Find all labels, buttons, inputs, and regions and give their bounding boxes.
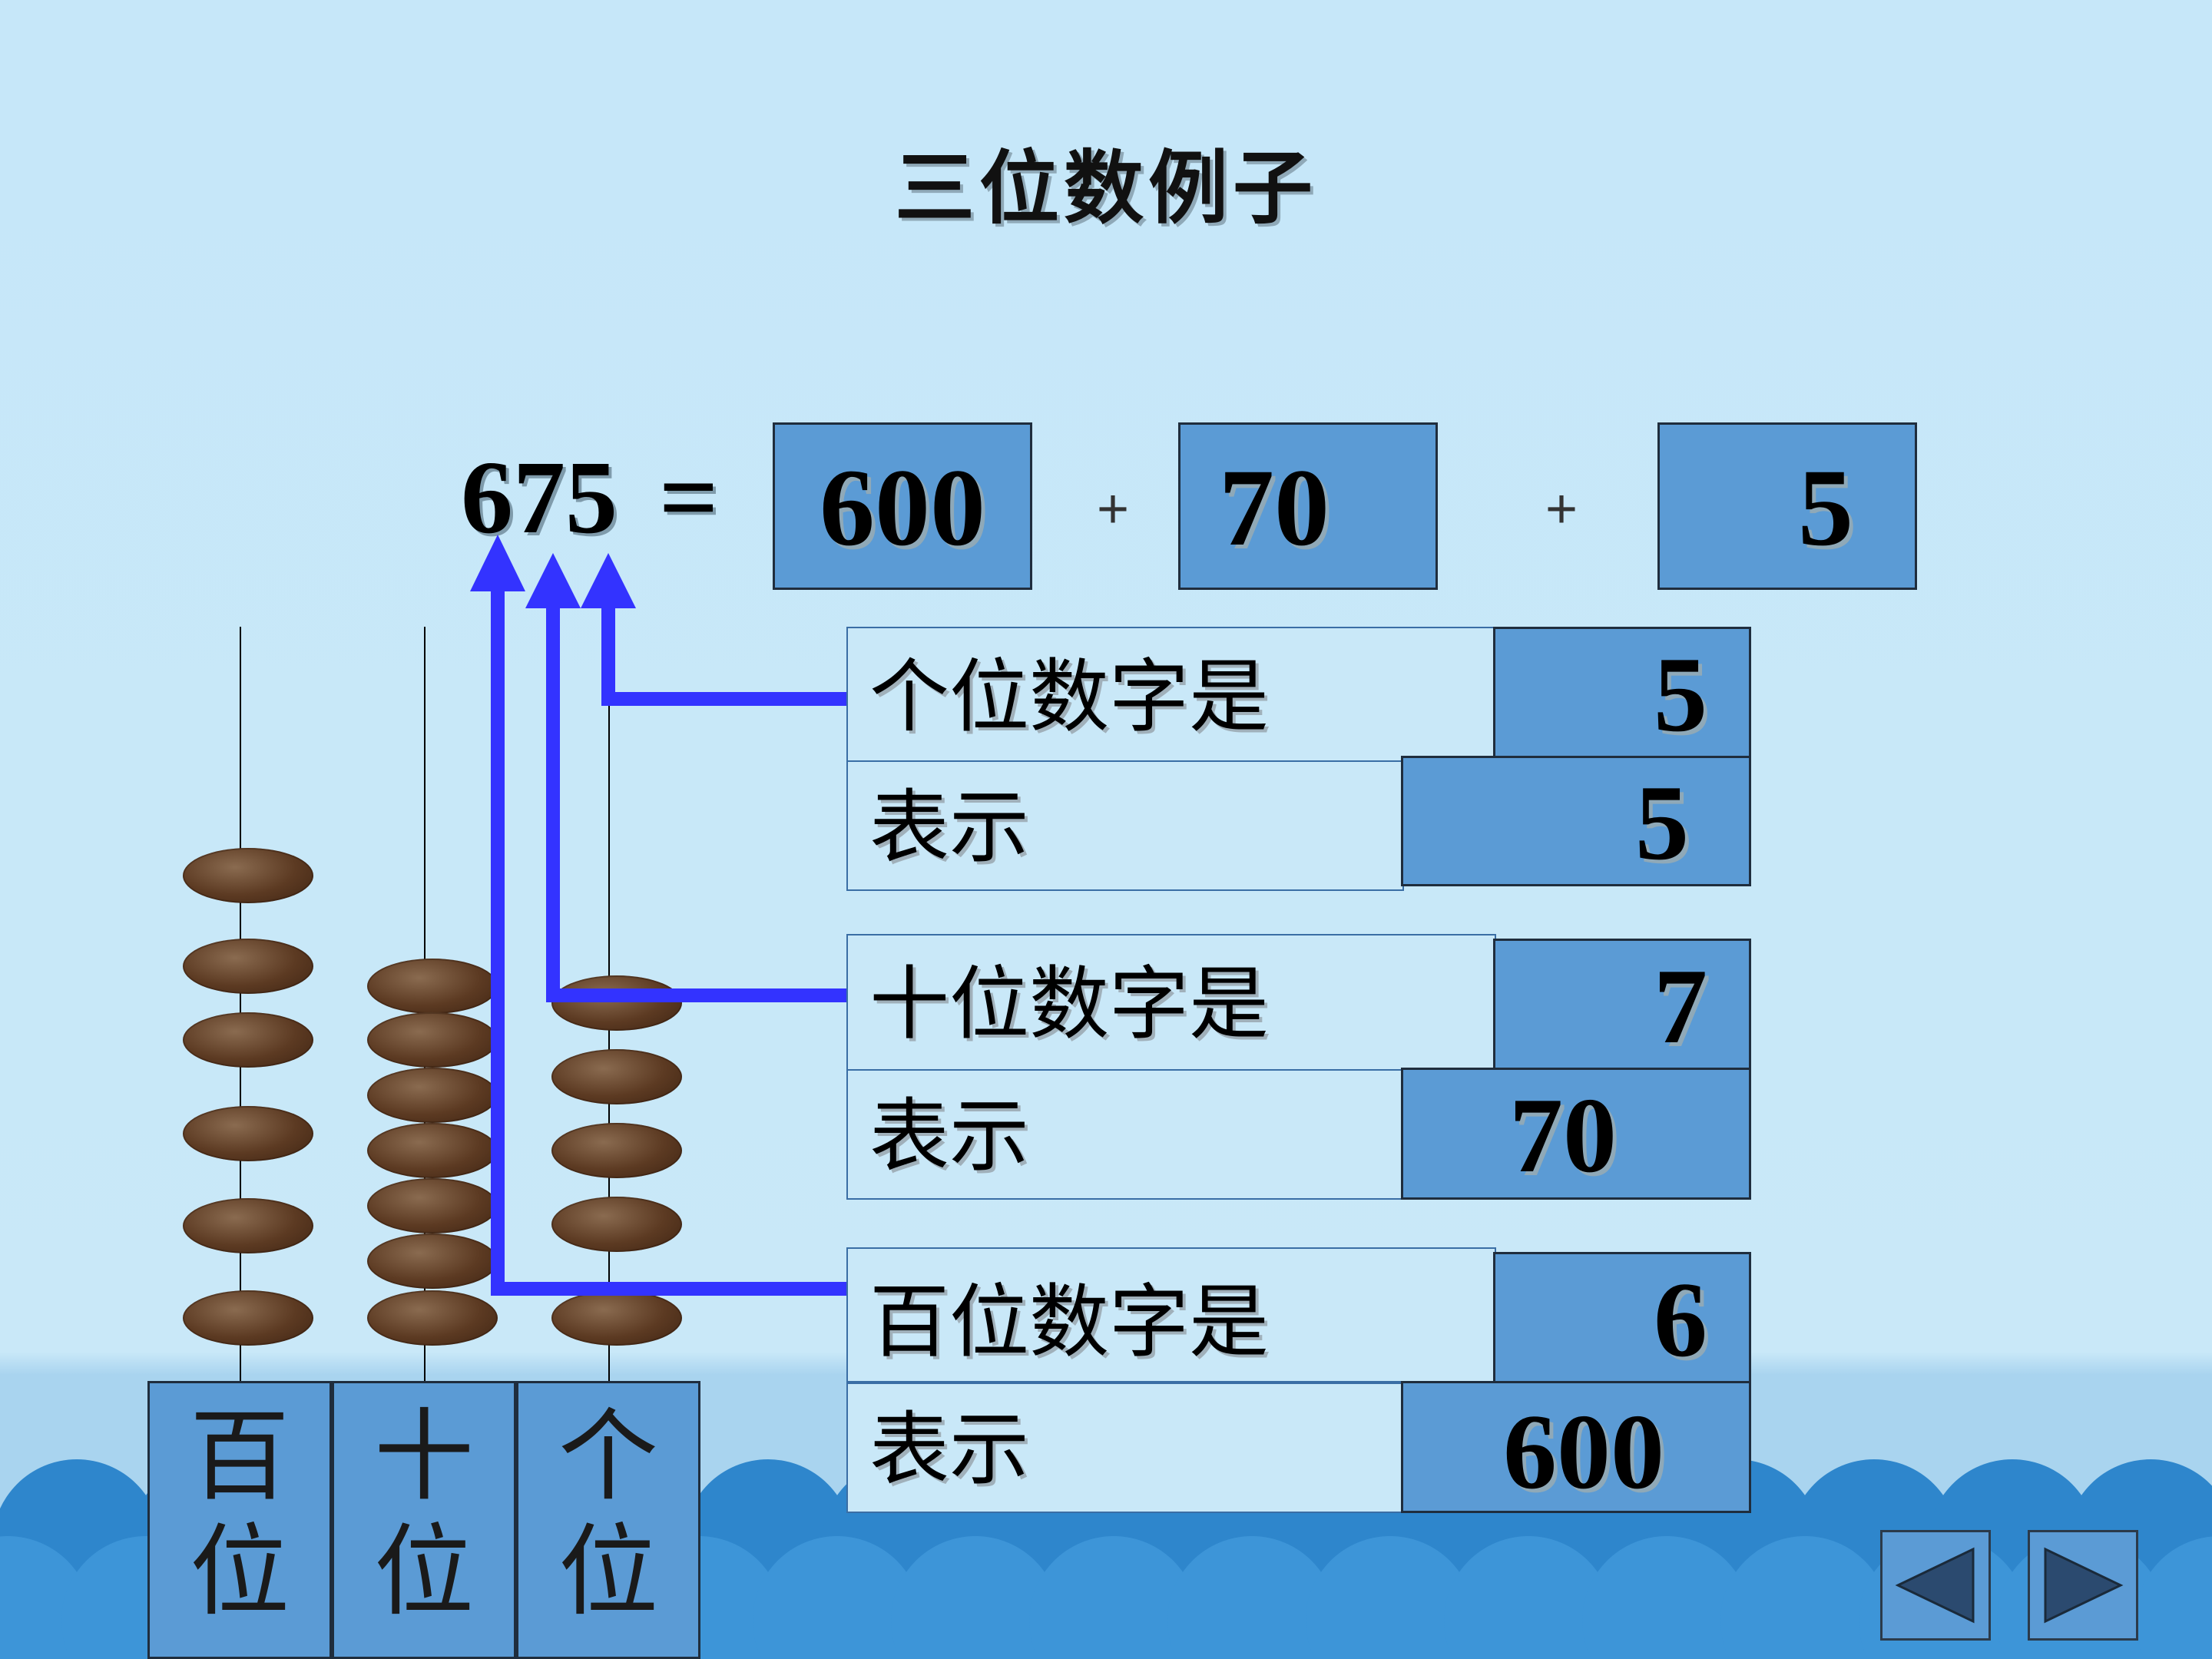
bead-hundreds: [183, 1198, 313, 1253]
hundreds-value: 600: [1503, 1392, 1664, 1512]
place-label-ones: 个 位: [516, 1381, 700, 1659]
slide-title: 三位数例子: [894, 141, 1317, 235]
bead-hundreds: [183, 1106, 313, 1161]
term-tens-value: 70: [1219, 447, 1330, 569]
arrow-hundreds-head: [470, 535, 525, 591]
equation-number: 675 =: [461, 438, 719, 558]
bead-hundreds: [183, 848, 313, 903]
bead-ones: [551, 1049, 682, 1104]
hundreds-digit-label: 百位数字是: [846, 1247, 1496, 1382]
arrow-ones-line: [601, 599, 846, 706]
place-label-hundreds-top: 百: [189, 1398, 290, 1515]
ones-digit-label: 个位数字是: [846, 627, 1496, 763]
next-slide-button[interactable]: [2028, 1530, 2138, 1641]
tens-value-box: 70: [1401, 1068, 1751, 1200]
hundreds-means-label: 表示: [846, 1382, 1404, 1513]
arrow-ones-head: [581, 553, 636, 608]
place-label-hundreds: 百 位: [147, 1381, 332, 1659]
hundreds-digit-label-text: 百位数字是: [869, 1275, 1270, 1369]
hundreds-means-label-text: 表示: [869, 1402, 1030, 1496]
arrow-tens-head: [525, 553, 581, 608]
arrow-tens-line: [546, 599, 846, 1002]
ones-means-label: 表示: [846, 760, 1404, 891]
term-hundreds-value: 600: [820, 447, 985, 569]
place-label-ones-top: 个: [558, 1398, 658, 1515]
next-arrow-icon: [2044, 1547, 2124, 1624]
hundreds-digit-box: 6: [1493, 1252, 1751, 1384]
ones-means-label-text: 表示: [869, 780, 1030, 874]
bead-tens: [367, 1233, 498, 1289]
place-label-ones-bottom: 位: [558, 1513, 658, 1630]
hundreds-value-box: 600: [1401, 1381, 1751, 1513]
bead-tens: [367, 959, 498, 1014]
ones-digit-box: 5: [1493, 627, 1751, 759]
bead-ones: [551, 975, 682, 1031]
tens-digit-label: 十位数字是: [846, 934, 1496, 1071]
bead-hundreds: [183, 1012, 313, 1068]
previous-slide-button[interactable]: [1880, 1530, 1991, 1641]
abacus-rod-hundreds: [240, 627, 241, 1381]
tens-digit-box: 7: [1493, 939, 1751, 1071]
place-label-tens-top: 十: [373, 1398, 474, 1515]
bead-tens: [367, 1068, 498, 1123]
term-ones-box: 5: [1657, 422, 1917, 590]
place-label-tens: 十 位: [332, 1381, 516, 1659]
tens-means-label: 表示: [846, 1069, 1404, 1200]
term-hundreds-box: 600: [773, 422, 1032, 590]
bead-tens: [367, 1178, 498, 1233]
equation-number-value: 675: [461, 440, 618, 555]
bead-ones: [551, 1290, 682, 1346]
bead-ones: [551, 1197, 682, 1252]
ones-digit-value: 5: [1654, 635, 1707, 754]
bead-hundreds: [183, 1290, 313, 1346]
tens-means-label-text: 表示: [869, 1089, 1030, 1183]
tens-digit-value: 7: [1654, 947, 1707, 1066]
bead-ones: [551, 1123, 682, 1178]
bead-tens: [367, 1012, 498, 1068]
tens-value: 70: [1509, 1076, 1617, 1195]
ones-value: 5: [1635, 763, 1689, 882]
equals-sign: =: [659, 440, 719, 555]
place-label-hundreds-bottom: 位: [189, 1513, 290, 1630]
ones-value-box: 5: [1401, 756, 1751, 886]
term-tens-box: 70: [1178, 422, 1438, 590]
plus-sign-2: +: [1545, 478, 1578, 540]
bead-tens: [367, 1123, 498, 1178]
previous-arrow-icon: [1895, 1547, 1975, 1624]
hundreds-digit-value: 6: [1654, 1260, 1707, 1379]
plus-sign-1: +: [1097, 478, 1130, 540]
tens-digit-label-text: 十位数字是: [869, 957, 1270, 1051]
ones-digit-label-text: 个位数字是: [869, 650, 1270, 743]
arrow-hundreds-line: [491, 584, 846, 1296]
term-ones-value: 5: [1798, 447, 1853, 569]
place-label-tens-bottom: 位: [373, 1513, 474, 1630]
bead-tens: [367, 1290, 498, 1346]
bead-hundreds: [183, 939, 313, 994]
